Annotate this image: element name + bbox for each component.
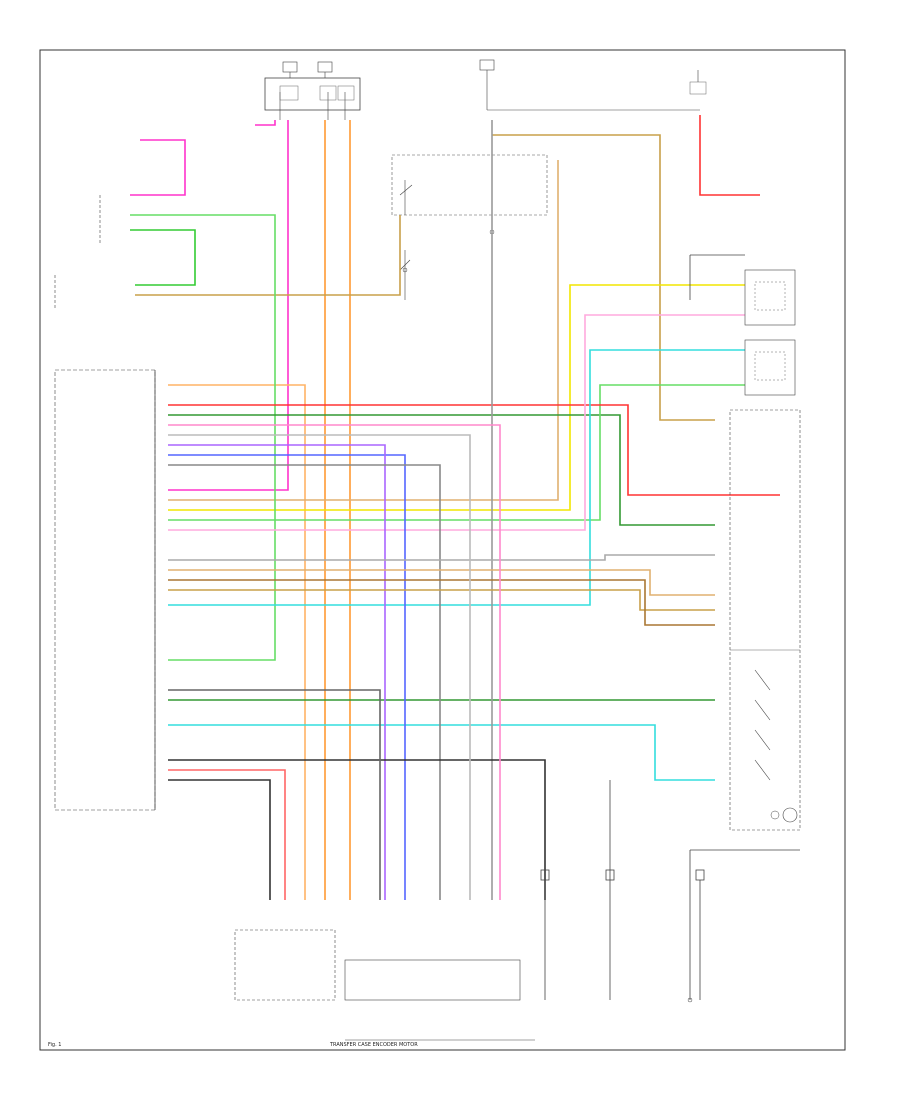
wire-tan-top — [492, 134, 715, 421]
wire-red-2 — [699, 115, 760, 196]
transfer-case-motor-relay — [689, 254, 796, 396]
top-fuse-block-center — [479, 59, 707, 111]
wire-tan-2 — [168, 569, 715, 596]
wire-green-3 — [168, 414, 715, 526]
schematic-labels: TRANSFER CASE ENCODER MOTOR Fig. 1 — [48, 1042, 418, 1048]
wire-black-1 — [168, 779, 271, 900]
diagram-border — [39, 49, 846, 1051]
wire-pink-top — [130, 139, 186, 196]
wire-red-1 — [168, 404, 780, 496]
wire-brown — [168, 579, 715, 626]
wire-orange-3 — [168, 384, 306, 900]
bottom-caption: TRANSFER CASE ENCODER MOTOR — [329, 1042, 418, 1048]
wire-blue — [168, 454, 406, 900]
wire-pink-vertical — [168, 120, 289, 491]
top-fuse-block-left — [264, 61, 361, 120]
wire-black-4 — [168, 589, 715, 611]
wire-pink-short — [255, 120, 276, 126]
wire-red-3 — [168, 769, 286, 900]
wire-lightpink — [168, 314, 745, 531]
wire-tan-center — [168, 160, 559, 501]
control-module-upper — [54, 195, 101, 310]
wire-gray-short — [168, 434, 471, 900]
encoder-motor-block — [234, 929, 535, 1041]
wire-black-2 — [168, 759, 546, 900]
wire-green-1 — [130, 214, 276, 661]
wire-gray-2 — [168, 464, 441, 900]
wire-group — [130, 115, 780, 900]
wire-purple — [168, 444, 386, 900]
wire-green-2 — [130, 229, 196, 286]
bottom-connectors — [540, 780, 705, 1000]
wire-black-3 — [168, 689, 381, 900]
figure-id: Fig. 1 — [48, 1042, 61, 1048]
wire-yellow — [168, 284, 745, 511]
control-module-main — [54, 369, 156, 811]
relay-box — [391, 154, 548, 300]
wire-gray-3 — [168, 554, 715, 561]
wire-tan-left — [135, 215, 401, 296]
wire-green-5 — [168, 384, 745, 521]
ground-right — [687, 849, 800, 1003]
transfer-case-switch-box — [729, 409, 801, 831]
wire-pink-short-2 — [168, 424, 501, 900]
wire-lightblue-2 — [168, 724, 715, 781]
wire-lightblue-1 — [168, 349, 745, 606]
